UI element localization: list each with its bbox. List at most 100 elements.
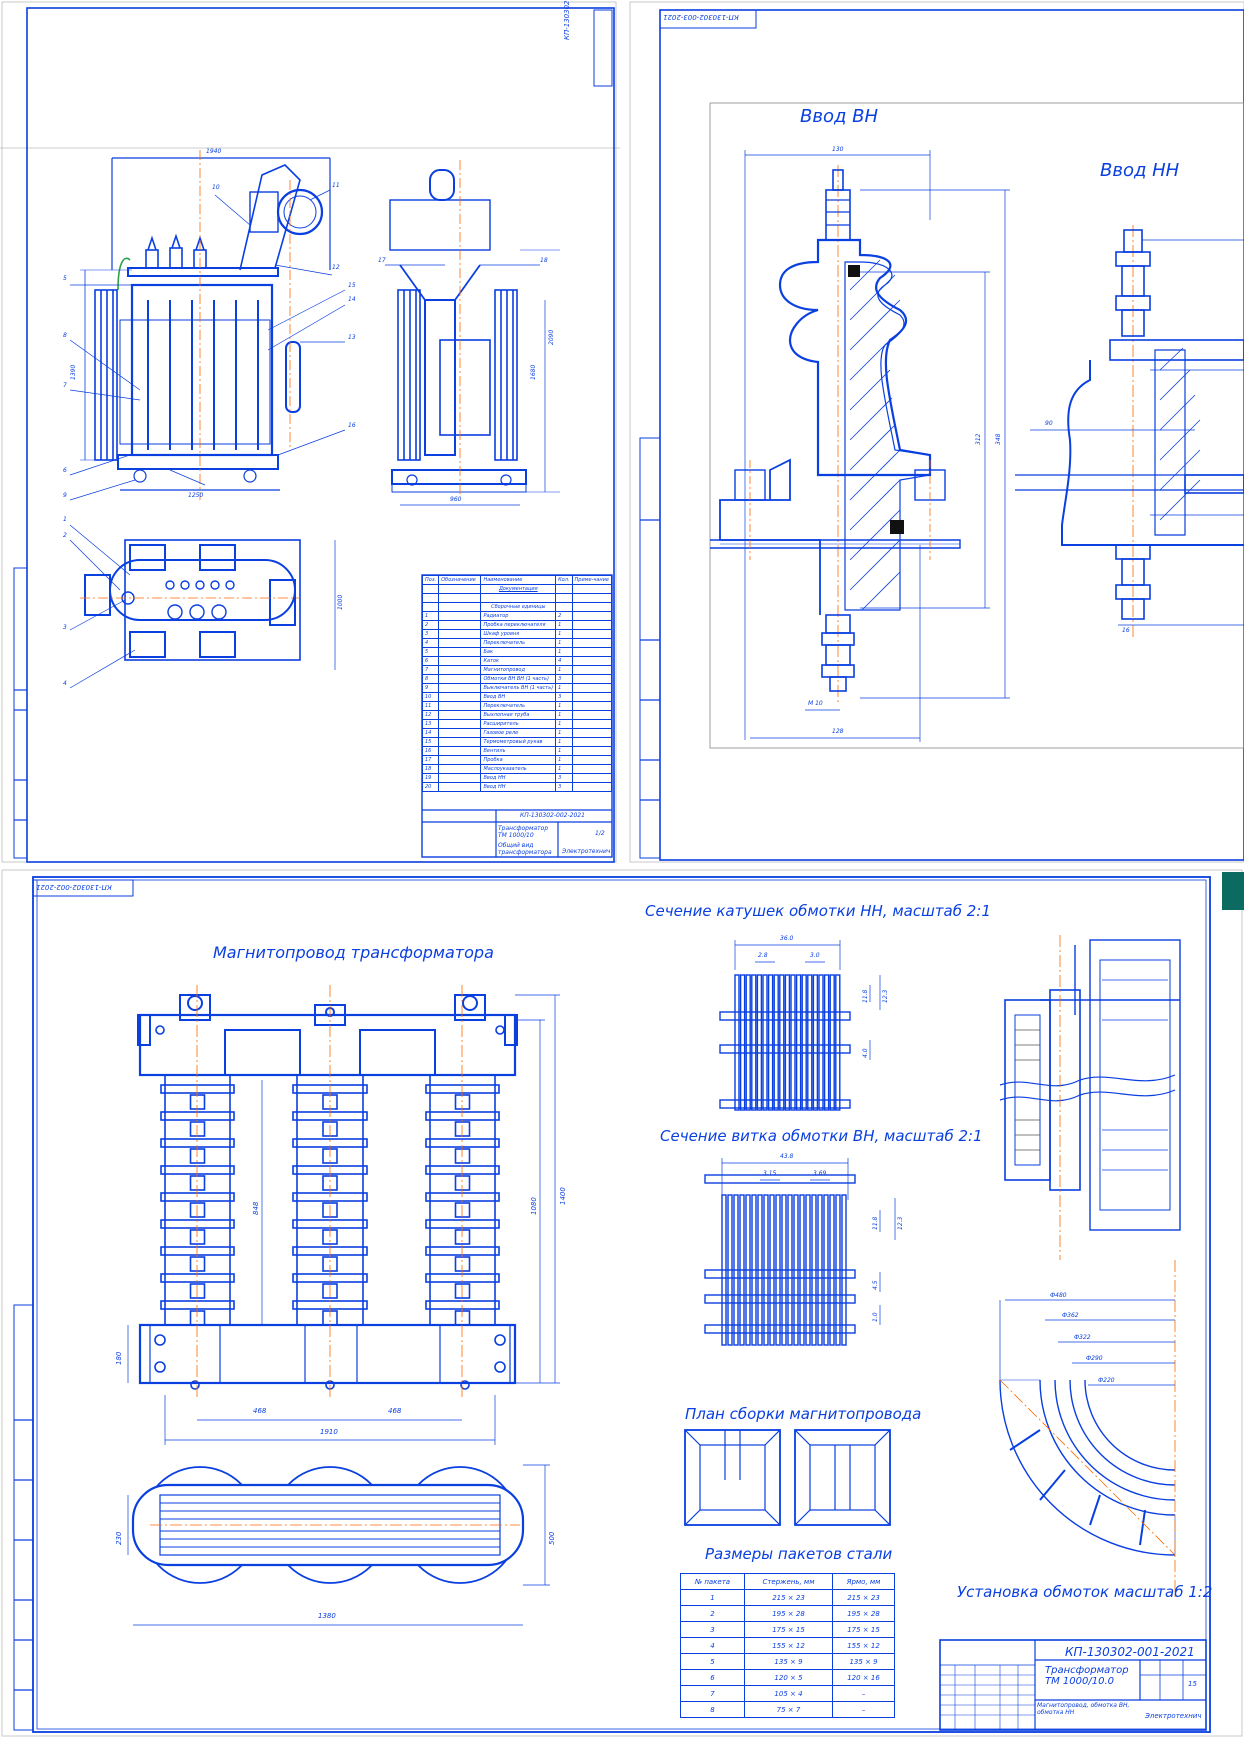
spec-cell bbox=[571, 701, 613, 711]
steel-cell: 1 bbox=[680, 1589, 745, 1606]
magn-dim-pitch1: 468 bbox=[253, 1407, 267, 1415]
magn-dim-top-inner: 230 bbox=[115, 1531, 123, 1545]
core-spacer bbox=[189, 1202, 206, 1218]
spec-cell: 4 bbox=[421, 638, 440, 648]
spec-cell bbox=[571, 755, 613, 765]
conductor-bar bbox=[762, 974, 768, 1111]
spec-cell: 1 bbox=[555, 764, 573, 774]
spec-cell: 1 bbox=[555, 737, 573, 747]
spec-cell: Переключатель bbox=[480, 701, 557, 711]
coil-vn-dim-b: 3.69 bbox=[813, 1170, 827, 1177]
dim-height-left: 1390 bbox=[70, 364, 77, 380]
lv-dim-bottom: 16 bbox=[1122, 627, 1130, 634]
spec-cell: 1 bbox=[555, 629, 573, 639]
spec-cell: Пробка bbox=[480, 755, 557, 765]
spec-cell: 3 bbox=[421, 629, 440, 639]
stamp-title: Трансформатор ТМ 1000/10.0 bbox=[1045, 1665, 1129, 1687]
conductor-bar bbox=[841, 1194, 847, 1346]
spec-cell bbox=[438, 683, 482, 693]
spec-cell: 1 bbox=[555, 719, 573, 729]
conductor-bar bbox=[757, 1194, 763, 1346]
conductor-bar bbox=[739, 1194, 745, 1346]
spec-cell: Ввод НН bbox=[480, 773, 557, 783]
coil-nn-dim-h3: 4.0 bbox=[862, 1048, 869, 1058]
coil-nn-dim-h1: 11.8 bbox=[862, 989, 869, 1003]
core-lamination-band bbox=[425, 1111, 500, 1121]
install-title: Установка обмоток масштаб 1:2 bbox=[957, 1583, 1213, 1601]
spec-cell bbox=[438, 638, 482, 648]
conductor-bar bbox=[784, 974, 791, 1111]
spec-cell: 2 bbox=[555, 611, 573, 621]
stamp-subtitle: Магнитопровод, обмотка ВН, обмотка НН bbox=[1037, 1702, 1130, 1716]
spec-cell: 8 bbox=[421, 674, 440, 684]
lv-bushing bbox=[1015, 225, 1244, 640]
spec-cell: 12 bbox=[421, 710, 440, 720]
steel-cell: – bbox=[832, 1685, 895, 1702]
conductor-bar bbox=[734, 974, 740, 1111]
spec-cell bbox=[571, 728, 613, 738]
position-label: 15 bbox=[348, 282, 356, 289]
position-label: 1 bbox=[63, 516, 67, 523]
conductor-bar bbox=[829, 974, 835, 1111]
magn-dim-pitch2: 468 bbox=[388, 1407, 402, 1415]
assembly-plan-title: План сборки магнитопровода bbox=[685, 1405, 922, 1423]
steel-cell: 2 bbox=[680, 1605, 745, 1622]
magn-dim-h1: 1400 bbox=[559, 1187, 567, 1205]
core-spacer bbox=[189, 1229, 206, 1245]
spec-header-cell: Наименование bbox=[480, 575, 557, 585]
core-spacer bbox=[454, 1148, 471, 1164]
stamp-sheet: 15 bbox=[1188, 1680, 1197, 1688]
core-lamination-band bbox=[160, 1300, 235, 1310]
coil-nn-dim-a: 2.8 bbox=[758, 952, 768, 959]
conductor-bar bbox=[763, 1194, 769, 1346]
conductor-bar bbox=[835, 974, 841, 1111]
spec-cell bbox=[438, 647, 482, 657]
sheet1-sheet-no: 1/2 bbox=[595, 830, 605, 837]
sheet1-stamp-subtitle: Общий вид трансформатора bbox=[498, 842, 552, 856]
conductor-bar bbox=[805, 1194, 811, 1346]
spec-cell: 1 bbox=[555, 665, 573, 675]
position-label: 12 bbox=[332, 264, 340, 271]
sheet-general-view bbox=[0, 1, 620, 863]
dim-side-height: 2090 bbox=[548, 329, 555, 345]
position-label: 17 bbox=[378, 257, 386, 264]
spec-cell: Обмотки ВН ВН (1 часть) bbox=[480, 674, 557, 684]
sheet1-stamp-title: Трансформатор ТМ 1000/10 bbox=[498, 825, 549, 839]
spec-cell: 3 bbox=[555, 773, 573, 783]
spec-cell: 1 bbox=[555, 746, 573, 756]
transformer-side-view bbox=[385, 160, 560, 506]
position-label: 7 bbox=[63, 382, 67, 389]
steel-cell: 7 bbox=[680, 1685, 745, 1702]
spec-cell: Ввод НН bbox=[480, 782, 557, 792]
core-spacer bbox=[189, 1121, 206, 1137]
spec-cell bbox=[438, 755, 482, 765]
spec-cell bbox=[438, 611, 482, 621]
spec-cell bbox=[438, 728, 482, 738]
core-spacer bbox=[189, 1175, 206, 1191]
spec-cell: 19 bbox=[421, 773, 440, 783]
spec-cell bbox=[571, 764, 613, 774]
core-spacer bbox=[189, 1094, 206, 1110]
magn-dim-top-h: 500 bbox=[548, 1531, 556, 1545]
core-spacer bbox=[322, 1283, 338, 1299]
position-label: 9 bbox=[63, 492, 67, 499]
spec-cell bbox=[438, 701, 482, 711]
spec-cell: Вентиль bbox=[480, 746, 557, 756]
position-label: 13 bbox=[348, 334, 356, 341]
stamp-org: Электротехнич bbox=[1145, 1712, 1202, 1720]
core-lamination-band bbox=[425, 1246, 500, 1256]
conductor-bar bbox=[807, 974, 813, 1111]
core-lamination-band bbox=[160, 1192, 235, 1202]
spec-cell: 3 bbox=[555, 692, 573, 702]
spec-cell: 2 bbox=[421, 620, 440, 630]
spec-cell bbox=[438, 746, 482, 756]
spec-cell bbox=[571, 782, 613, 792]
steel-header-cell: Стержень, мм bbox=[743, 1573, 834, 1590]
magnetic-core-title: Магнитопровод трансформатора bbox=[213, 943, 494, 962]
